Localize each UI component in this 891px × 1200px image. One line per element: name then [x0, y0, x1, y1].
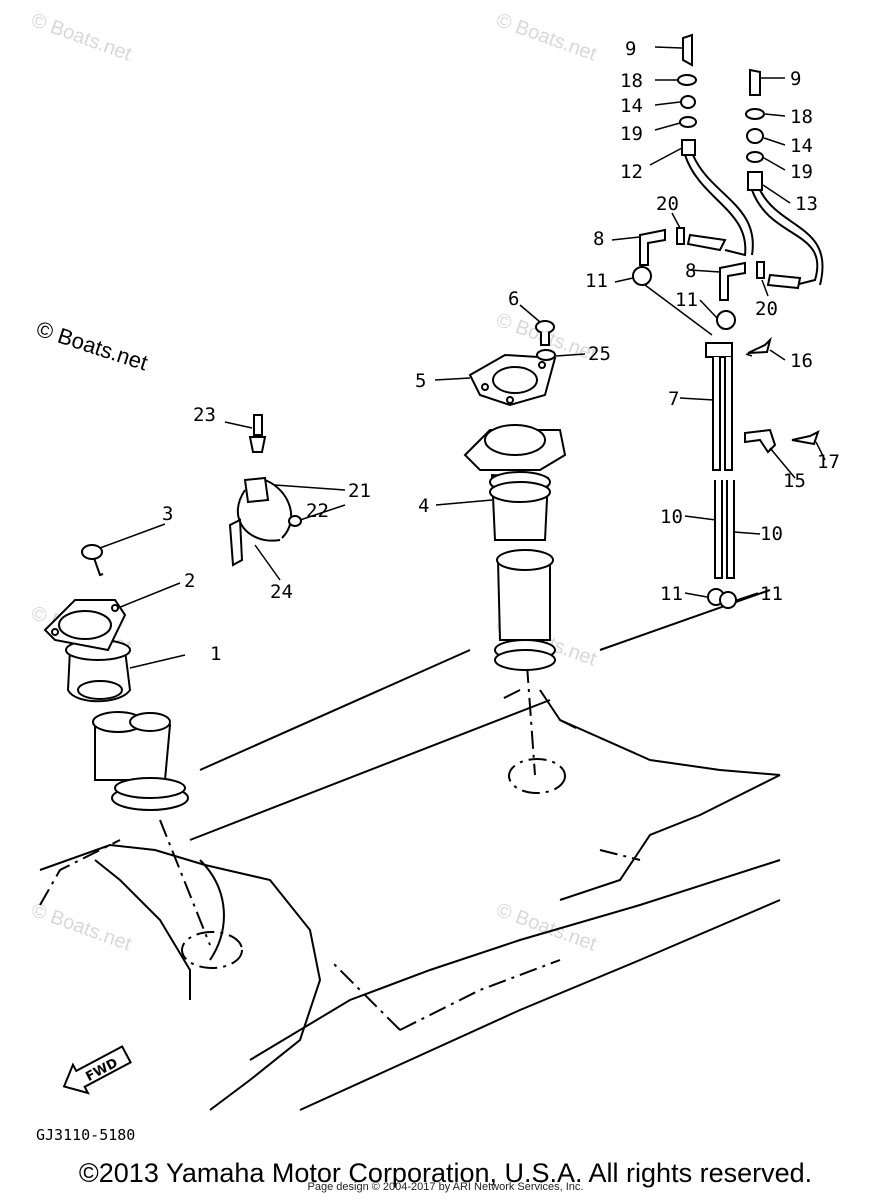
label-11: 11: [760, 583, 783, 605]
watermark: © Boats.net: [493, 899, 599, 956]
part-25-washer: [536, 349, 556, 361]
label-19: 19: [790, 161, 813, 183]
label-6: 6: [508, 288, 519, 310]
part-23-pin: [248, 414, 267, 453]
label-16: 16: [790, 350, 813, 372]
label-8: 8: [593, 228, 604, 250]
label-3: 3: [162, 503, 173, 525]
label-9: 9: [625, 38, 636, 60]
part-5-gasket: [468, 353, 557, 407]
part-3-screw: [81, 544, 104, 577]
label-19: 19: [620, 123, 643, 145]
watermark: © Boats.net: [28, 899, 134, 956]
label-12: 12: [620, 161, 643, 183]
part-21-bracket: [236, 476, 292, 542]
watermark: © Boats.net: [493, 9, 599, 66]
right-vent-column: [745, 68, 824, 286]
label-5: 5: [415, 370, 426, 392]
hose-leader: [644, 284, 713, 336]
label-4: 4: [418, 495, 429, 517]
part-labels: 9 18 14 19 12 9 18 14 19 13 20 8 11 8 11…: [162, 38, 840, 665]
part-20-clips: [676, 227, 765, 279]
part-10-tubes: [714, 480, 735, 579]
part-16-rivet: [747, 336, 772, 354]
label-14: 14: [790, 135, 813, 157]
label-22: 22: [306, 500, 329, 522]
label-18: 18: [790, 106, 813, 128]
left-vent-column: [677, 33, 754, 257]
label-24: 24: [270, 581, 293, 603]
label-11: 11: [585, 270, 608, 292]
part-15-clamp: [744, 428, 777, 454]
page-design-credit: Page design © 2004-2017 by ARI Network S…: [307, 1181, 584, 1193]
label-20: 20: [755, 298, 778, 320]
label-23: 23: [193, 404, 216, 426]
label-10: 10: [760, 523, 783, 545]
hull-outline: [39, 589, 781, 1111]
label-8: 8: [685, 260, 696, 282]
label-20: 20: [656, 193, 679, 215]
label-11: 11: [675, 289, 698, 311]
label-13: 13: [795, 193, 818, 215]
label-1: 1: [210, 643, 221, 665]
label-11: 11: [660, 583, 683, 605]
part-24-strap: [228, 518, 244, 567]
diagram-code: GJ3110-5180: [36, 1126, 135, 1144]
part-22-washer: [288, 515, 302, 527]
leader-lines: [99, 46, 826, 669]
part-6-bolt: [535, 320, 555, 346]
part-11-caps: [632, 266, 737, 609]
part-7-tube-assembly: [705, 342, 733, 471]
part-8-elbows: [639, 228, 802, 301]
label-9: 9: [790, 68, 801, 90]
fwd-arrow: FWD: [62, 1045, 132, 1095]
part-1-duct: [65, 639, 189, 811]
watermark: © Boats.net: [33, 316, 150, 375]
label-18: 18: [620, 70, 643, 92]
label-10: 10: [660, 506, 683, 528]
label-14: 14: [620, 95, 643, 117]
part-2-plate: [43, 599, 127, 652]
label-21: 21: [348, 480, 371, 502]
label-7: 7: [668, 388, 679, 410]
label-2: 2: [184, 570, 195, 592]
label-17: 17: [817, 451, 840, 473]
part-17-rivet: [791, 430, 820, 446]
part-4-duct: [463, 424, 567, 671]
label-15: 15: [783, 470, 806, 492]
copyright-text: ©2013 Yamaha Motor Corporation, U.S.A. A…: [78, 1158, 813, 1188]
watermark: © Boats.net: [28, 9, 134, 66]
label-25: 25: [588, 343, 611, 365]
